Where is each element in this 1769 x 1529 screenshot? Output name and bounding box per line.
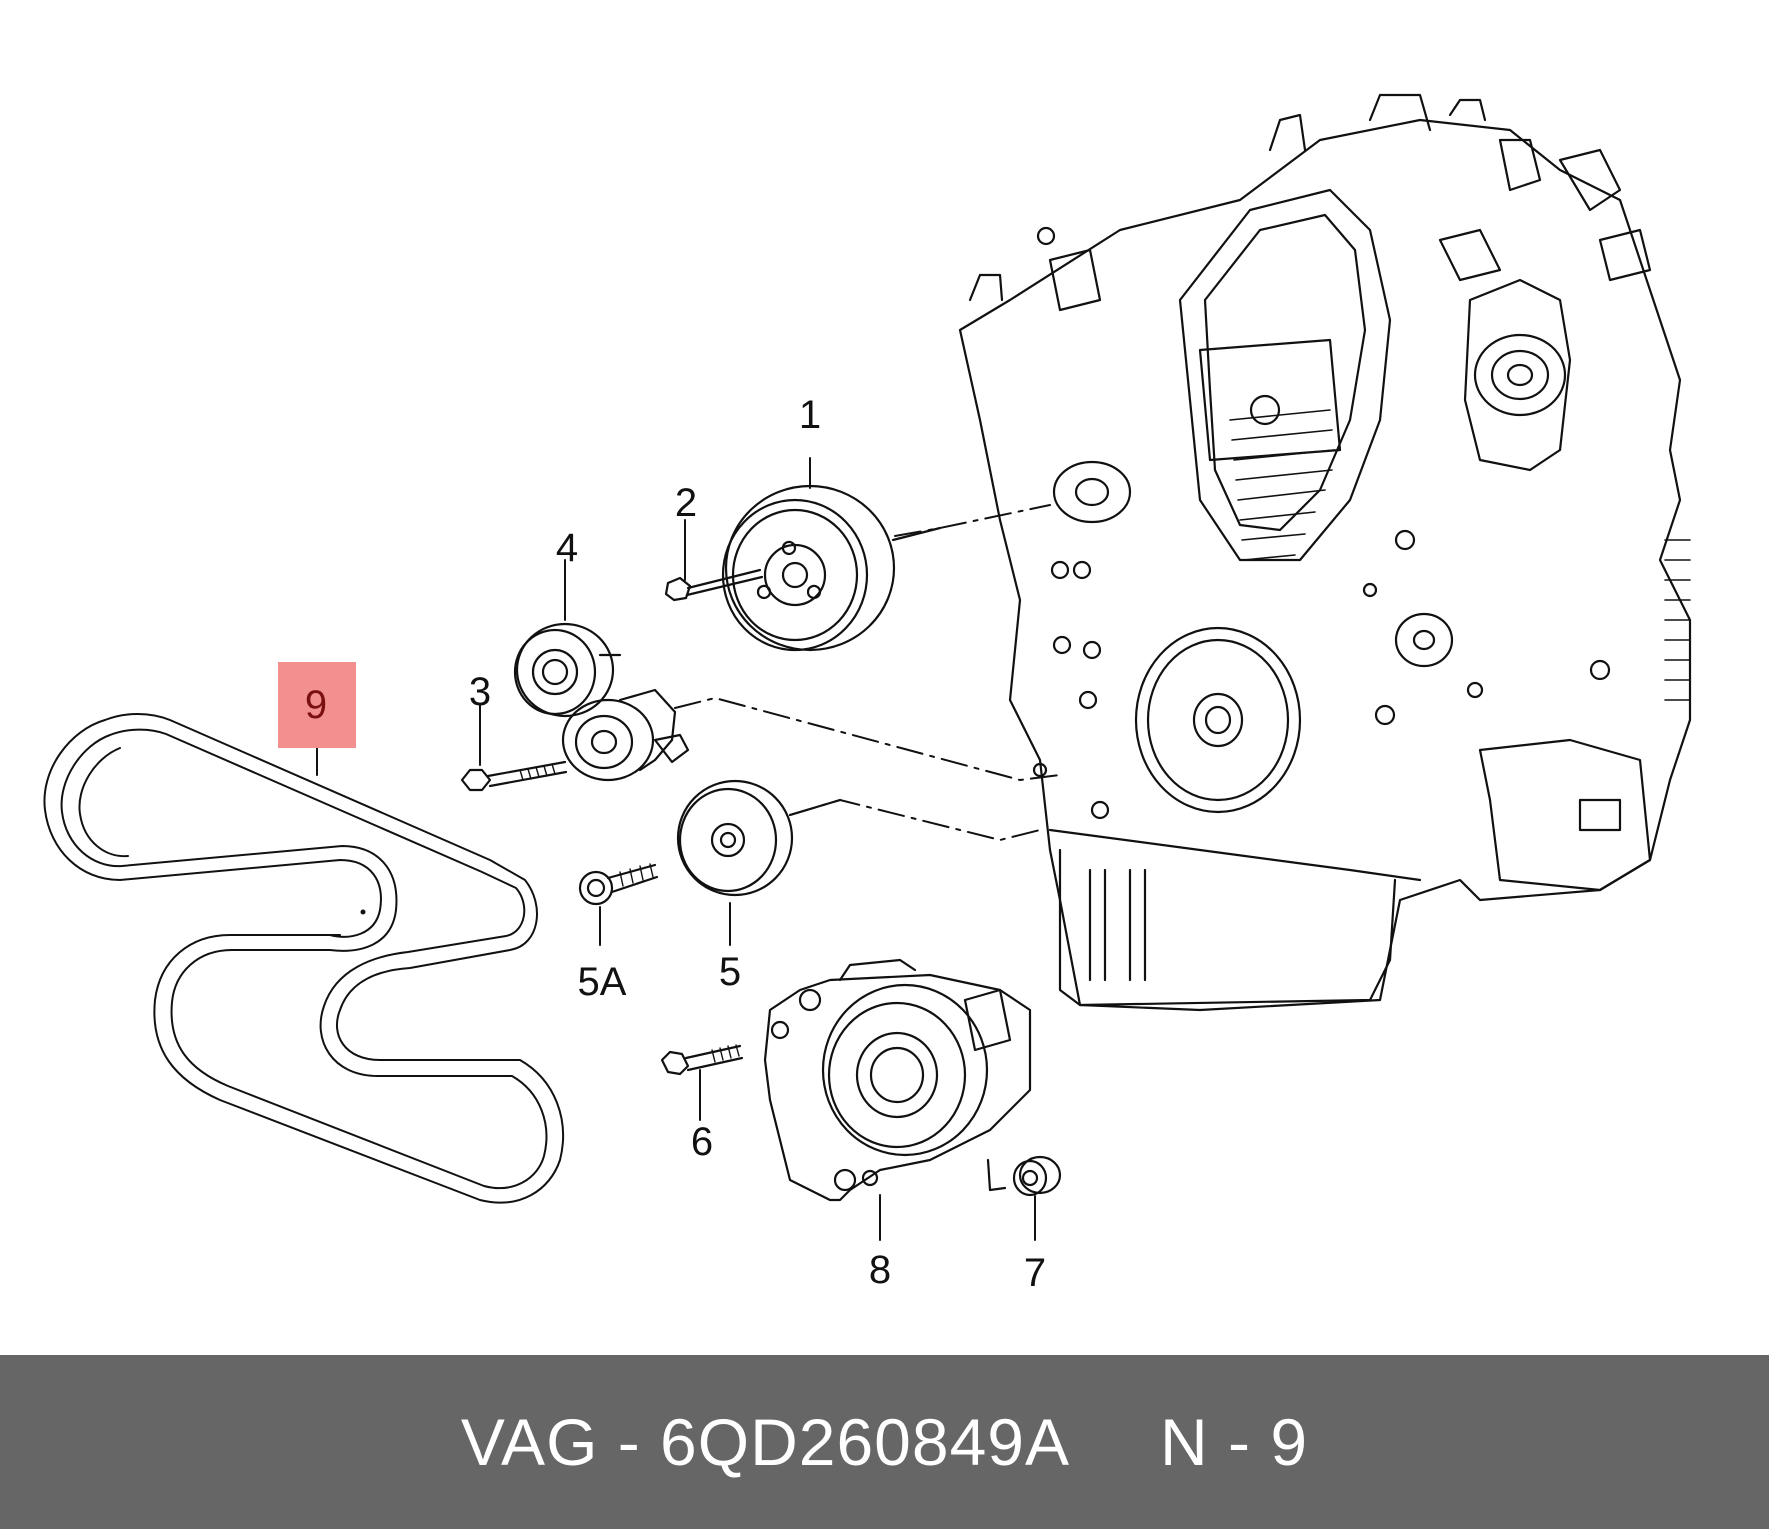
parts-diagram: 1 2 3 4 5 5A 6 7 8 9 xyxy=(43,93,1692,1295)
part-5a-bolt xyxy=(578,863,659,906)
part-reference: VAG - 6QD260849A xyxy=(460,1405,1071,1479)
part-8-bracket-unit xyxy=(763,958,1032,1202)
callout-5: 5 xyxy=(718,950,742,994)
part-2-bolt xyxy=(664,568,764,602)
part-6-bolt xyxy=(660,1044,744,1076)
engine-block-drawing xyxy=(958,93,1692,1012)
callout-7: 7 xyxy=(1023,1251,1047,1295)
callout-5a: 5A xyxy=(577,960,627,1004)
callout-4: 4 xyxy=(555,526,579,570)
callout-3: 3 xyxy=(468,670,492,714)
position-reference: N - 9 xyxy=(1160,1405,1309,1479)
part-5-idler-pulley xyxy=(676,779,842,897)
highlight-box-part-9 xyxy=(278,662,356,748)
leader-lines xyxy=(316,457,1036,1241)
exploded-view-drawing xyxy=(43,93,1692,1241)
part-3-tensioner-body xyxy=(460,688,690,792)
part-9-ribbed-belt xyxy=(43,713,564,1204)
footer-bar: VAG - 6QD260849A N - 9 xyxy=(0,1355,1769,1529)
callout-9: 9 xyxy=(304,683,328,727)
callout-1: 1 xyxy=(798,393,822,437)
part-4-tensioner-roller xyxy=(513,622,622,718)
callout-2: 2 xyxy=(674,481,698,525)
callout-6: 6 xyxy=(690,1120,714,1164)
part-7-bushing xyxy=(1012,1155,1062,1197)
part-1-pulley xyxy=(721,484,942,652)
callout-8: 8 xyxy=(868,1248,892,1292)
